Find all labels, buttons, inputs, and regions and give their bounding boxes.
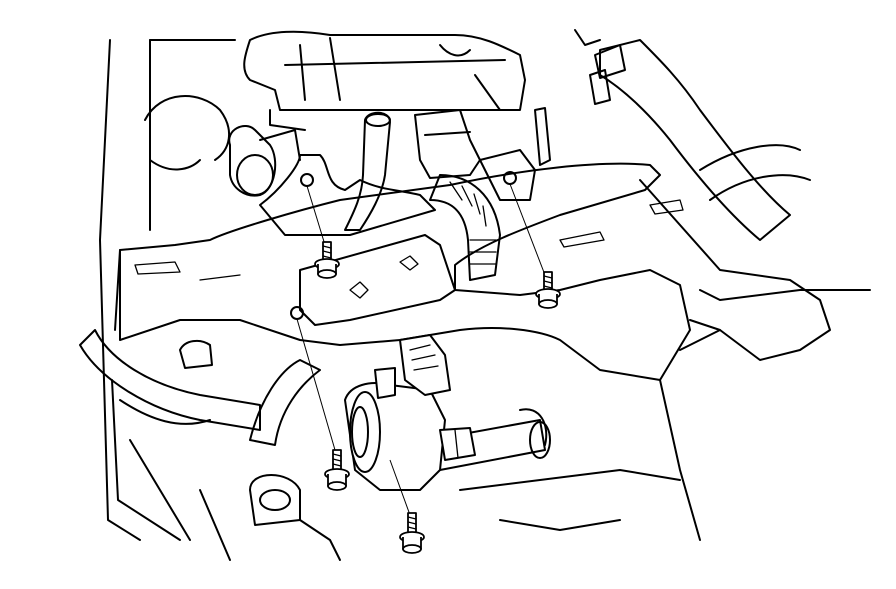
right-body-panel [639, 179, 871, 541]
left-body-frame [99, 39, 236, 541]
engine-top-cover [243, 30, 526, 131]
mount-hole-left [300, 173, 314, 187]
electric-water-pump [344, 334, 476, 491]
harness-connector [414, 109, 481, 179]
pump-bracket [290, 234, 456, 326]
radiator-hose [574, 29, 811, 241]
leader-lines [296, 183, 546, 516]
lower-hose-left [79, 329, 321, 446]
lower-engine-parts [179, 339, 681, 561]
bolt-lower-center [399, 512, 425, 554]
mount-hole-bracket [290, 306, 304, 320]
upper-bracket [259, 107, 551, 236]
small-vacuum-hose [344, 111, 391, 231]
heat-shield [114, 162, 691, 381]
left-pipe-fitting [228, 125, 301, 197]
bolt-upper-right [535, 271, 561, 309]
bolt-upper-left [314, 241, 340, 279]
bolt-lower-left [324, 449, 350, 491]
